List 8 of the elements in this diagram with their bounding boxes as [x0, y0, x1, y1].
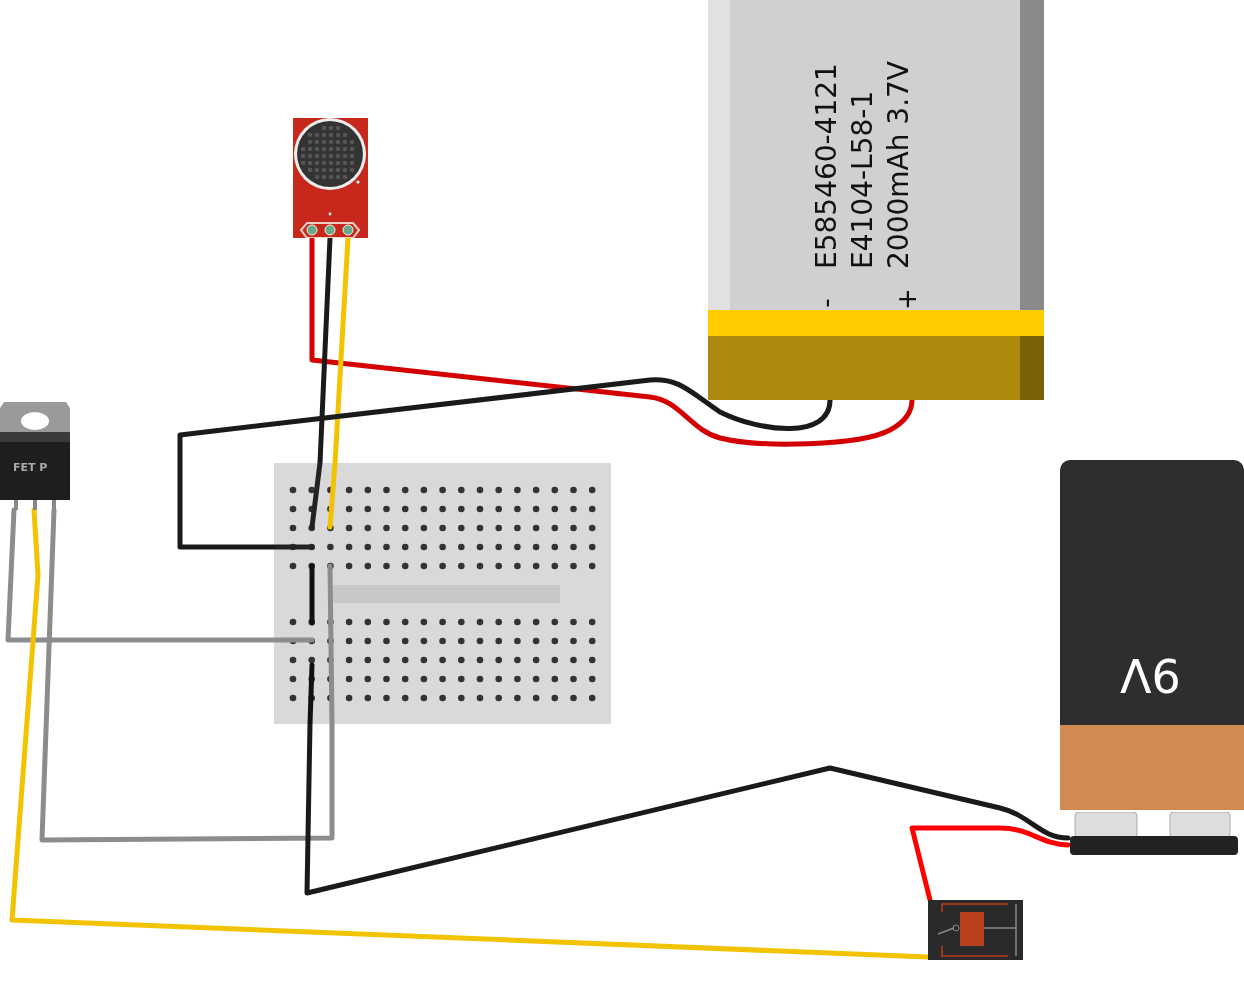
battery-label: E585460-4121 E4104-L58-1 2000mAh 3.7V	[809, 59, 916, 269]
polarity-label: -	[810, 298, 841, 308]
wire	[39, 507, 335, 843]
wire	[909, 825, 1071, 903]
voltage-label: 9V	[1120, 648, 1181, 702]
wire	[9, 507, 931, 960]
part-label: FET P	[13, 461, 48, 474]
polarity-label: +	[891, 288, 922, 310]
